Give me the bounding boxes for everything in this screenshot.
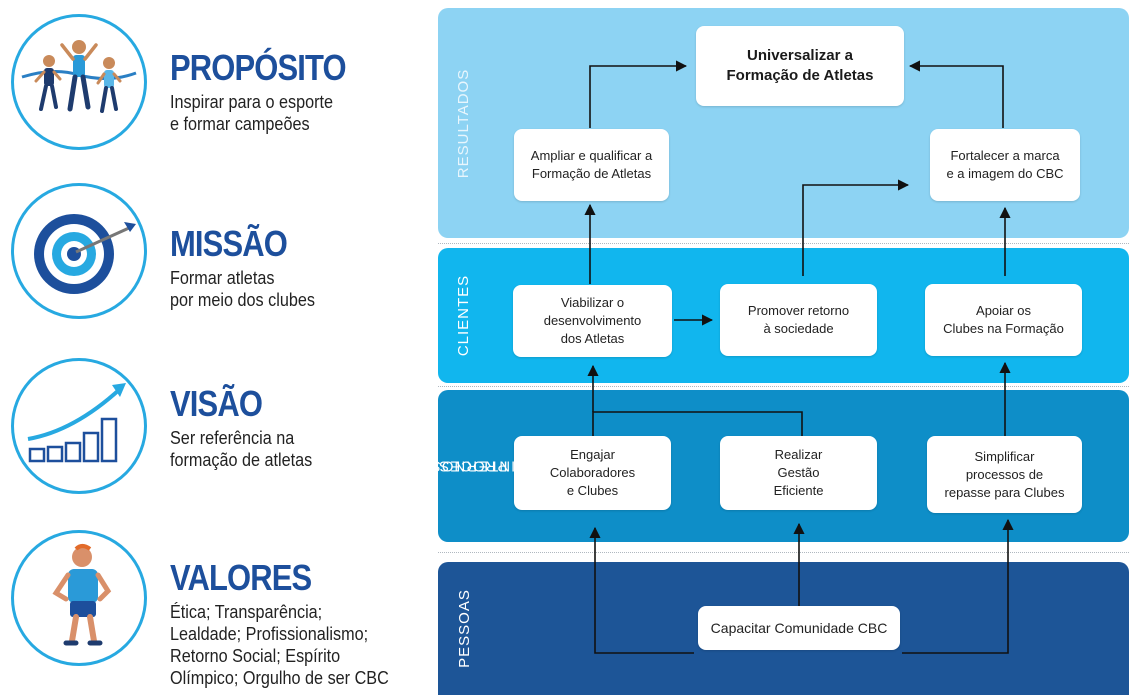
identity-panel: PROPÓSITO Inspirar para o esporte e form… bbox=[0, 0, 430, 695]
node-capacitar: Capacitar Comunidade CBC bbox=[698, 606, 900, 650]
valores-title: VALORES bbox=[170, 557, 312, 598]
separator bbox=[438, 243, 1129, 244]
athlete-figure-icon bbox=[11, 530, 147, 666]
missao-block: MISSÃO Formar atletas por meio dos clube… bbox=[170, 226, 331, 311]
valores-text: Ética; Transparência; Lealdade; Profissi… bbox=[170, 602, 389, 688]
visao-block: VISÃO Ser referência na formação de atle… bbox=[170, 386, 328, 471]
proposito-block: PROPÓSITO Inspirar para o esporte e form… bbox=[170, 50, 374, 135]
separator bbox=[438, 552, 1129, 553]
missao-title: MISSÃO bbox=[170, 223, 288, 264]
valores-block: VALORES Ética; Transparência; Lealdade; … bbox=[170, 560, 413, 689]
separator bbox=[438, 386, 1129, 387]
target-arrow-icon bbox=[11, 183, 147, 319]
runners-finish-line-icon bbox=[11, 14, 147, 150]
band-label-clientes: CLIENTES bbox=[455, 274, 473, 357]
growth-bar-chart-icon bbox=[11, 358, 147, 494]
band-label-pessoas: PESSOAS bbox=[455, 589, 473, 668]
proposito-text: Inspirar para o esporte e formar campeõe… bbox=[170, 92, 333, 134]
band-label-resultados: RESULTADOS bbox=[455, 68, 473, 178]
proposito-title: PROPÓSITO bbox=[170, 47, 347, 88]
visao-text: Ser referência na formação de atletas bbox=[170, 428, 313, 470]
visao-title: VISÃO bbox=[170, 383, 263, 424]
missao-text: Formar atletas por meio dos clubes bbox=[170, 268, 315, 310]
